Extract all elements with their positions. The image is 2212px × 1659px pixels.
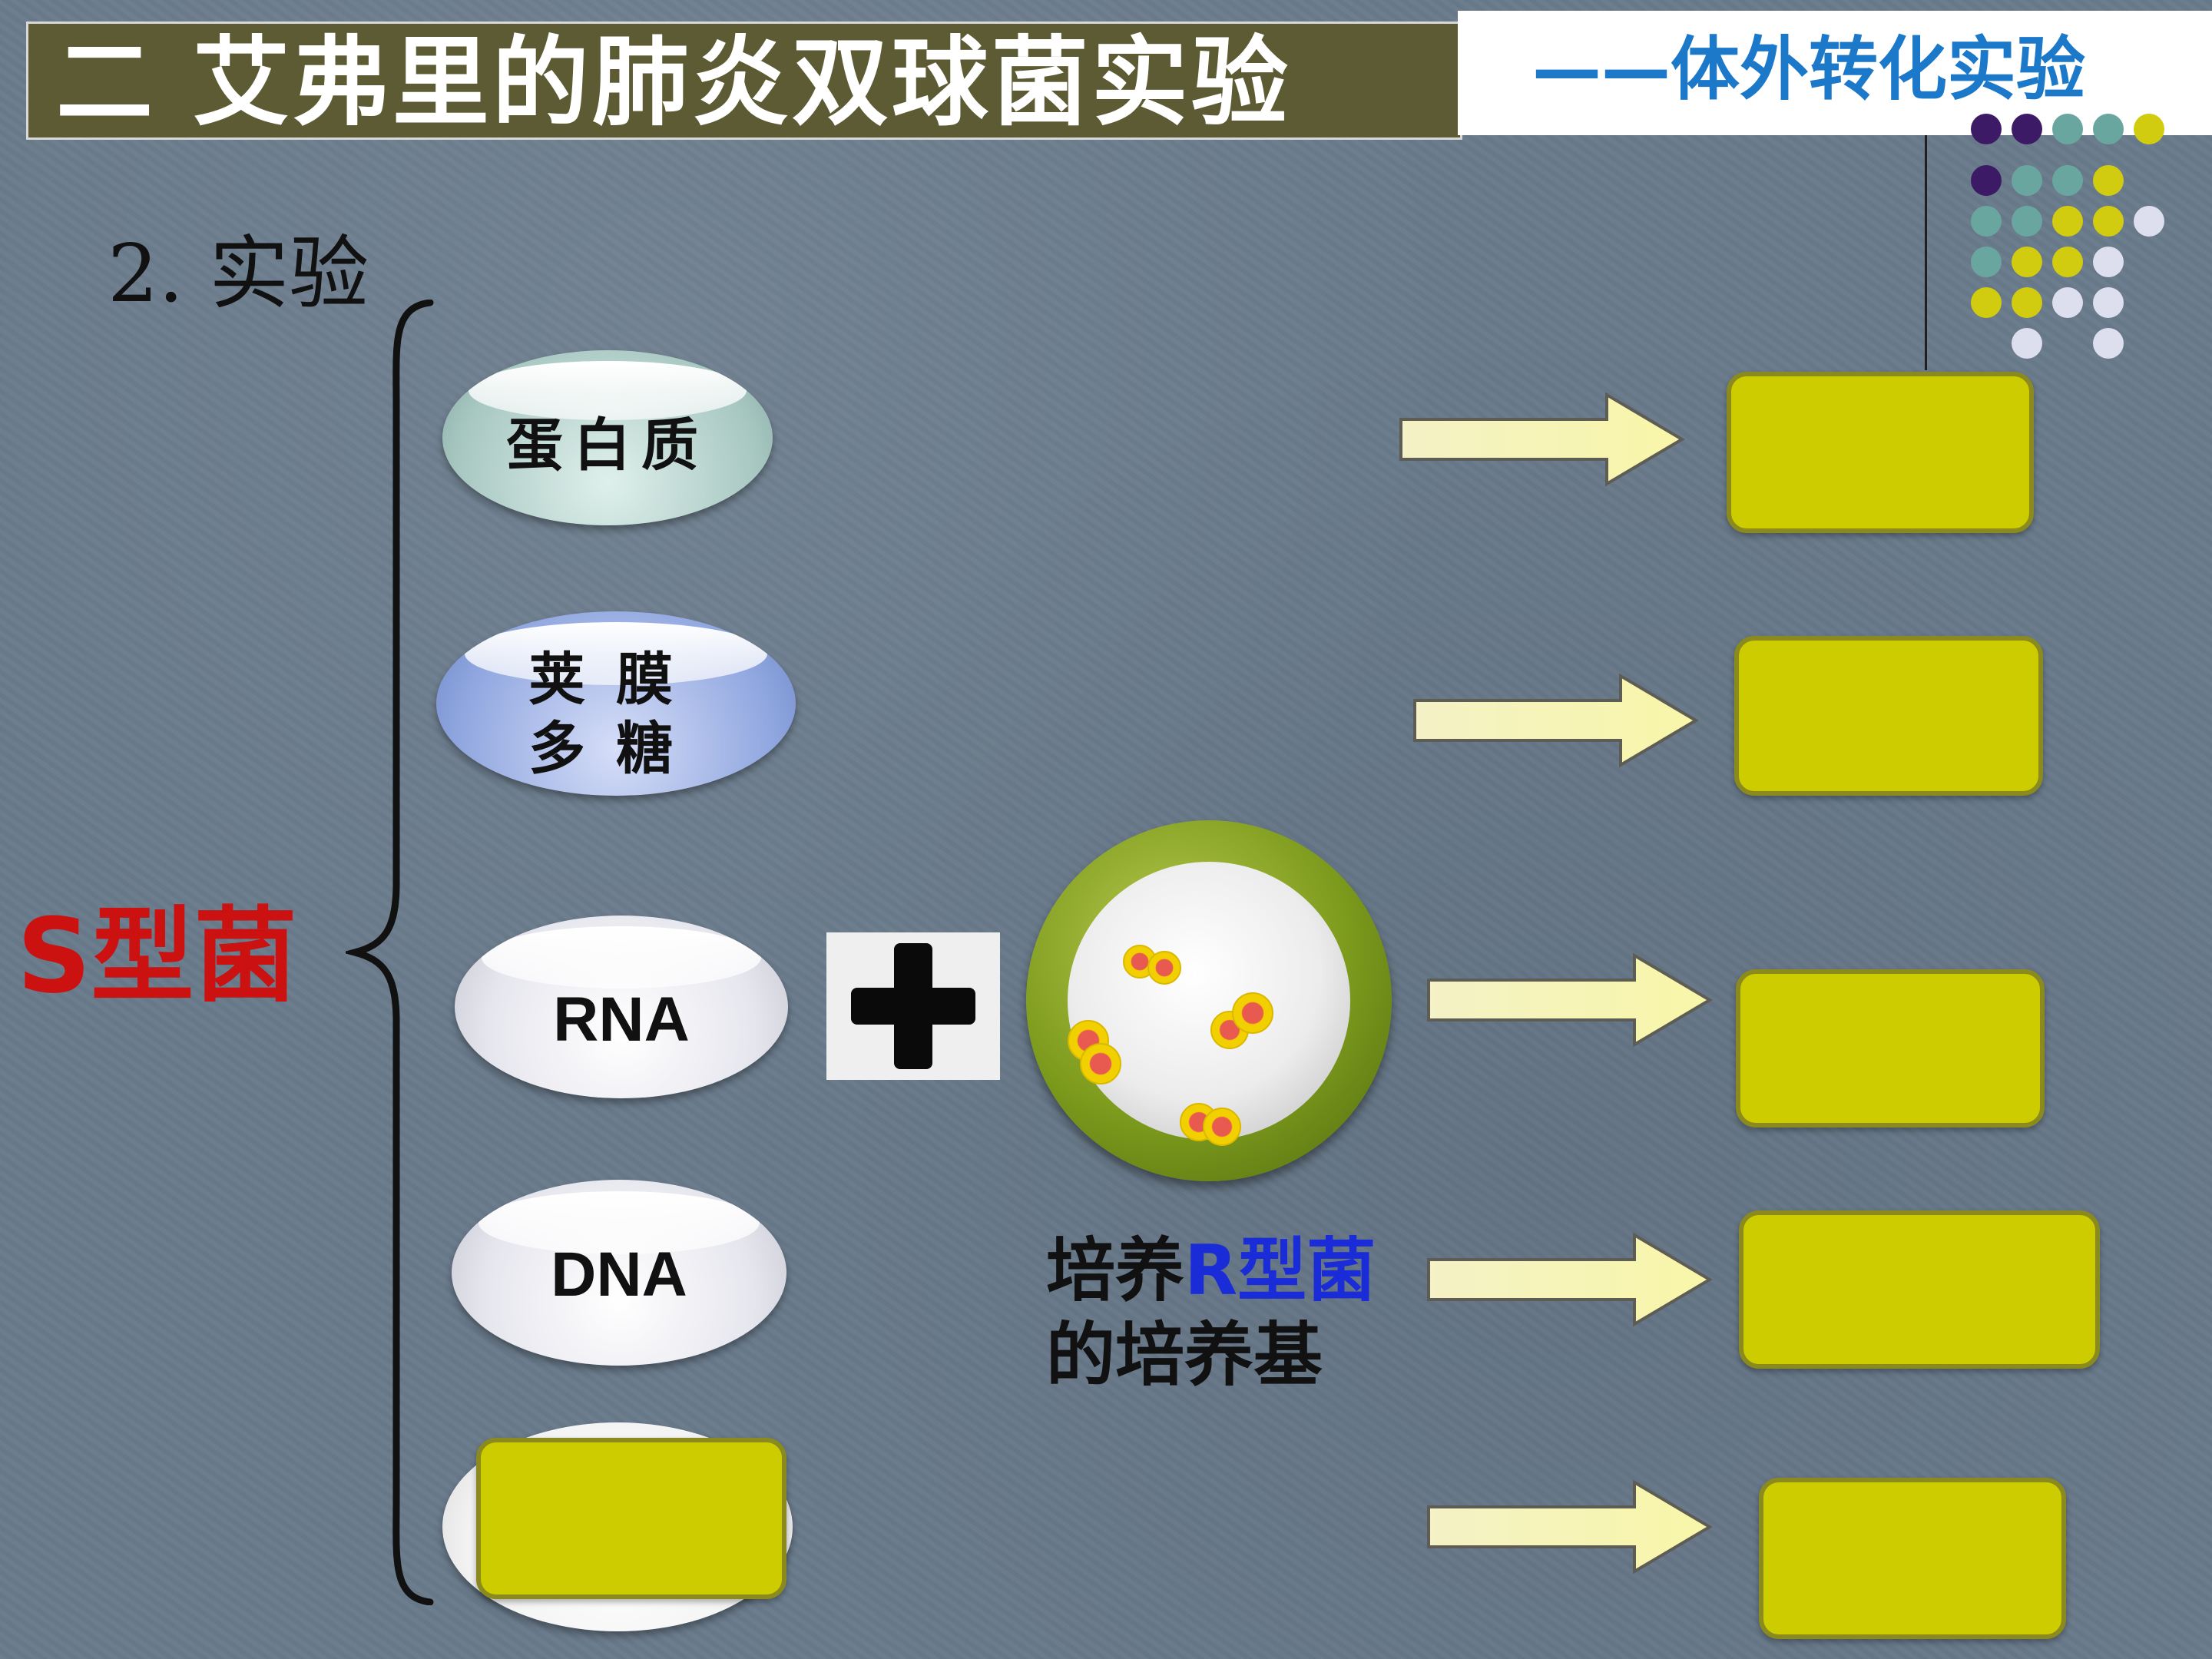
oval-shine [481, 926, 762, 989]
r-strain-label: R型菌 [1184, 1230, 1376, 1311]
answer-box-result-3[interactable] [1736, 969, 2045, 1128]
dish-medium [1068, 862, 1350, 1146]
decorative-dot [2093, 114, 2124, 144]
subtitle-box [1458, 11, 2212, 135]
bacterium-cell [1232, 992, 1273, 1034]
decorative-dot [1971, 206, 2002, 237]
page-subtitle: ——体外转化实验 [1532, 29, 2085, 110]
decorative-line [1925, 135, 1927, 370]
dna-label: DNA [551, 1240, 687, 1310]
decorative-dot [2052, 287, 2083, 318]
decorative-dot [2093, 328, 2124, 359]
decorative-dot [2012, 247, 2042, 277]
oval-shine [469, 360, 747, 421]
decorative-dot [1971, 114, 2002, 144]
answer-box-result-1[interactable] [1727, 372, 2034, 533]
decorative-dot [2052, 165, 2083, 196]
decorative-dot [2012, 328, 2042, 359]
petri-dish-icon [1026, 820, 1392, 1181]
capsule-polysaccharide-oval: 荚膜 多糖 [436, 611, 796, 796]
decorative-dot [2012, 287, 2042, 318]
bacterium-cell [1147, 951, 1181, 985]
brace-icon [346, 300, 434, 1605]
decorative-dot [2012, 165, 2042, 196]
right-arrow-icon [1427, 1232, 1713, 1327]
plus-box [826, 932, 1000, 1080]
decorative-dot [2093, 247, 2124, 277]
decorative-dot [2134, 206, 2164, 237]
capsule-label-line2: 多糖 [528, 716, 704, 782]
decorative-dot [1971, 287, 2002, 318]
protein-label: 蛋白质 [506, 412, 709, 478]
section-label: 2. 实验 [108, 227, 369, 320]
medium-prefix: 培养 [1046, 1230, 1184, 1311]
oval-shine [465, 622, 767, 685]
protein-oval: 蛋白质 [442, 350, 773, 525]
answer-box-result-5[interactable] [1759, 1478, 2066, 1639]
answer-box-component[interactable] [476, 1438, 786, 1599]
bacterium-cell [1210, 1011, 1249, 1049]
oval-shine [478, 1190, 760, 1254]
decorative-dot [2093, 206, 2124, 237]
answer-box-result-2[interactable] [1734, 636, 2043, 796]
decorative-dot [2093, 165, 2124, 196]
medium-label: 培养R型菌 的培养基 [1046, 1229, 1376, 1398]
right-arrow-icon [1413, 673, 1699, 768]
page-title: 二 艾弗里的肺炎双球菌实验 [56, 26, 1291, 139]
medium-label-line2: 的培养基 [1046, 1315, 1323, 1396]
decorative-dot [2093, 287, 2124, 318]
bacterium-cell [1080, 1043, 1121, 1084]
decorative-dot [2052, 114, 2083, 144]
rna-label: RNA [553, 985, 690, 1055]
bacterium-cell [1203, 1108, 1241, 1146]
answer-box-result-4[interactable] [1739, 1210, 2100, 1369]
decorative-dot [2012, 206, 2042, 237]
plus-icon [851, 943, 975, 1069]
decorative-dot [1971, 247, 2002, 277]
capsule-label-line1: 荚膜 [528, 647, 704, 713]
decorative-dot [1971, 165, 2002, 196]
decorative-dot [2052, 206, 2083, 237]
right-arrow-icon [1427, 952, 1713, 1048]
decorative-dot [2134, 114, 2164, 144]
medium-label-line1: 培养R型菌 [1046, 1229, 1376, 1313]
decorative-dot [2012, 114, 2042, 144]
title-bar: 二 艾弗里的肺炎双球菌实验 [26, 22, 1462, 140]
rna-oval: RNA [455, 916, 788, 1098]
right-arrow-icon [1427, 1479, 1713, 1575]
s-strain-label: S型菌 [17, 896, 297, 1016]
dna-oval: DNA [452, 1180, 786, 1366]
decorative-dot [2052, 247, 2083, 277]
right-arrow-icon [1399, 392, 1685, 487]
